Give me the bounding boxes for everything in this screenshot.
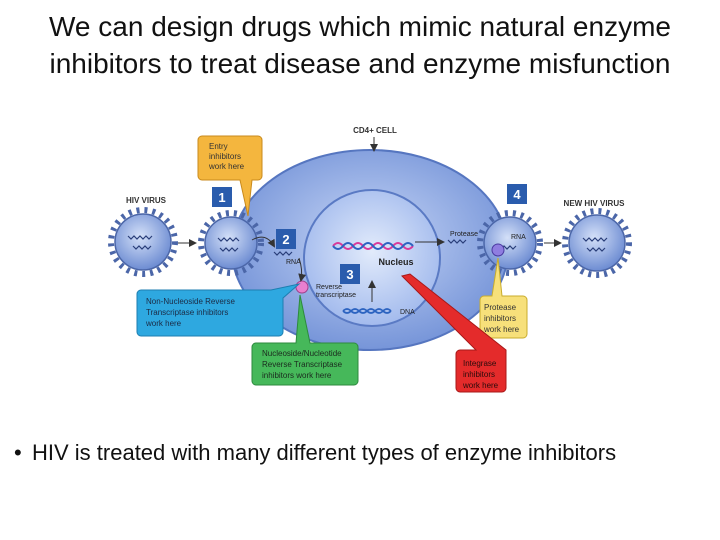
integrase-callout — [401, 273, 507, 393]
title-line-1: We can design drugs which mimic natural … — [49, 11, 671, 42]
nrti-callout — [251, 294, 359, 386]
protease-label: Protease — [450, 231, 478, 238]
rt-label-line-1: Reverse — [316, 284, 342, 291]
svg-text:Entry: Entry — [209, 142, 228, 151]
nucleus-label: Nucleus — [378, 257, 413, 267]
nrti-line-2: Reverse Transcriptase — [262, 360, 343, 369]
integrase-line-2: inhibitors — [463, 370, 495, 379]
integrase-line-3: work here — [462, 381, 499, 390]
protease-callout-line-2: inhibitors — [484, 314, 516, 323]
dna-strand-cytoplasm — [342, 308, 392, 314]
step-3-box — [340, 264, 360, 284]
step-2-label: 2 — [282, 232, 289, 247]
entry-callout-line-2: inhibitors — [209, 152, 241, 161]
nucleus — [303, 189, 441, 327]
protease-callout-line-1: Protease — [484, 303, 517, 312]
step-3-label: 3 — [346, 267, 353, 282]
step-4-box — [507, 184, 527, 204]
bullet-text: HIV is treated with many different types… — [32, 440, 617, 465]
nnrti-callout — [136, 283, 301, 337]
step-1-box — [212, 187, 232, 207]
entry-callout-line-3: work here — [208, 162, 245, 171]
slide-title: We can design drugs which mimic natural … — [0, 8, 720, 82]
rna-label-right: RNA — [511, 234, 526, 241]
svg-text:inhibitors: inhibitors — [209, 152, 241, 161]
nnrti-line-3: work here — [145, 319, 182, 328]
svg-text:work here: work here — [208, 162, 245, 171]
nrti-line-1: Nucleoside/Nucleotide — [262, 349, 342, 358]
step-4-label: 4 — [513, 187, 521, 202]
entry-inhibitors-callout — [197, 135, 263, 217]
hiv-virus-docking — [198, 210, 264, 276]
step-2-box — [276, 229, 296, 249]
dna-label: DNA — [400, 309, 415, 316]
hiv-virus-left — [108, 207, 178, 277]
protease-callout-line-3: work here — [483, 325, 520, 334]
integrase-line-1: Integrase — [463, 359, 497, 368]
dna-helix-nucleus — [332, 242, 414, 250]
cd4-cell-label: CD4+ CELL — [353, 126, 397, 135]
rt-label-line-2: transcriptase — [316, 292, 356, 299]
bullet-point: • HIV is treated with many different type… — [14, 440, 714, 466]
protease-enzyme — [491, 243, 505, 257]
new-hiv-virus — [562, 208, 632, 278]
title-line-2: inhibitors to treat disease and enzyme m… — [49, 48, 671, 79]
nnrti-line-1: Non-Nucleoside Reverse — [146, 297, 235, 306]
step-1-label: 1 — [218, 190, 225, 205]
hiv-virus-label: HIV VIRUS — [126, 196, 167, 205]
bullet-dot-icon: • — [14, 440, 22, 465]
entry-callout-line-1: Entry — [209, 142, 228, 151]
protease-inhibitors-callout — [479, 257, 528, 339]
nnrti-line-2: Transcriptase inhibitors — [146, 308, 228, 317]
reverse-transcriptase-enzyme — [295, 280, 309, 294]
rna-label-left: RNA — [286, 259, 301, 266]
nrti-line-3: inhibitors work here — [262, 371, 332, 380]
new-hiv-virus-label: NEW HIV VIRUS — [564, 199, 626, 208]
